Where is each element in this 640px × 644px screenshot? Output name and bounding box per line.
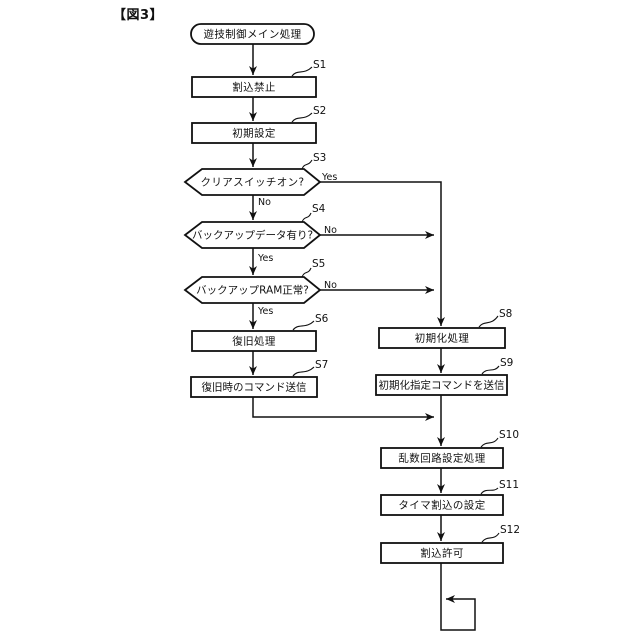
step-s5-hexagon	[183, 276, 322, 304]
step-s11-id: S11	[499, 479, 519, 491]
step-s6-box	[191, 330, 317, 352]
step-s12: 割込許可 S12	[380, 524, 520, 564]
step-s5-leader	[301, 267, 312, 278]
branch-label-s5-yes: Yes	[257, 306, 273, 317]
step-s3-label: クリアスイッチオン?	[200, 177, 304, 189]
start-node-shape	[190, 23, 315, 45]
branch-label-s5-no: No	[324, 280, 337, 291]
step-s12-box	[380, 542, 504, 564]
step-s6-leader	[292, 320, 315, 331]
step-s2-label: 初期設定	[232, 127, 276, 140]
step-s4-id: S4	[312, 203, 326, 215]
step-s8: 初期化処理 S8	[378, 308, 512, 349]
step-s8-box	[378, 327, 506, 349]
step-s8-leader	[478, 315, 499, 328]
connector-s7-merge	[252, 397, 434, 421]
step-s10-id: S10	[499, 429, 519, 441]
step-s6-id: S6	[315, 313, 329, 325]
step-s4-hexagon	[183, 221, 322, 249]
step-s11: タイマ割込の設定 S11	[380, 479, 519, 516]
step-s7-box	[190, 376, 318, 398]
step-s4-label: バックアップデータ有り?	[192, 229, 313, 242]
step-s12-label: 割込許可	[420, 547, 464, 560]
step-s7: 復旧時のコマンド送信 S7	[190, 359, 328, 398]
step-s7-leader	[292, 366, 315, 377]
start-node-label: 遊技制御メイン処理	[203, 28, 301, 41]
step-s11-label: タイマ割込の設定	[398, 499, 485, 512]
step-s3-leader	[301, 159, 313, 170]
step-s1: 割込禁止 S1	[191, 59, 326, 98]
step-s1-id: S1	[313, 59, 326, 71]
step-s9-id: S9	[500, 357, 513, 369]
branch-label-s4-yes: Yes	[257, 253, 273, 264]
step-s2-id: S2	[313, 105, 326, 117]
step-s1-label: 割込禁止	[232, 81, 276, 94]
step-s3-hexagon	[183, 168, 322, 196]
step-s10: 乱数回路設定処理 S10	[380, 429, 519, 469]
step-s3-id: S3	[313, 152, 326, 164]
start-node: 遊技制御メイン処理	[190, 23, 315, 45]
step-s4: バックアップデータ有り? S4 No Yes	[183, 203, 337, 264]
step-s1-box	[191, 76, 317, 98]
step-s4-leader	[301, 212, 312, 223]
step-s5: バックアップRAM正常? S5 No Yes	[183, 258, 337, 317]
step-s8-label: 初期化処理	[415, 332, 470, 345]
step-s7-id: S7	[315, 359, 328, 371]
step-s5-id: S5	[312, 258, 325, 270]
branch-label-s4-no: No	[324, 225, 337, 236]
branch-label-s3-yes: Yes	[321, 172, 337, 183]
step-s9-leader	[481, 365, 500, 375]
step-s6-label: 復旧処理	[232, 335, 276, 348]
step-s9: 初期化指定コマンドを送信 S9	[375, 357, 513, 396]
step-s5-label: バックアップRAM正常?	[196, 284, 309, 297]
step-s2-box	[191, 122, 317, 144]
step-s9-label: 初期化指定コマンドを送信	[379, 379, 505, 392]
figure-label: 【図3】	[113, 7, 163, 23]
step-s7-label: 復旧時のコマンド送信	[202, 381, 307, 394]
step-s3: クリアスイッチオン? S3 Yes No	[183, 152, 337, 208]
step-s11-box	[380, 494, 504, 516]
step-s1-leader	[291, 66, 313, 77]
step-s10-box	[380, 447, 504, 469]
step-s12-id: S12	[500, 524, 520, 536]
step-s8-id: S8	[499, 308, 512, 320]
connector-s12-loop	[440, 563, 476, 631]
step-s11-leader	[480, 487, 499, 495]
step-s2-leader	[291, 112, 313, 123]
connector-s3-yes-s8	[320, 181, 445, 326]
step-s2: 初期設定 S2	[191, 105, 326, 144]
step-s10-label: 乱数回路設定処理	[398, 452, 485, 465]
step-s6: 復旧処理 S6	[191, 313, 329, 352]
step-s10-leader	[480, 437, 499, 448]
branch-label-s3-no: No	[258, 197, 271, 208]
step-s12-leader	[481, 532, 500, 543]
step-s9-box	[375, 374, 508, 396]
